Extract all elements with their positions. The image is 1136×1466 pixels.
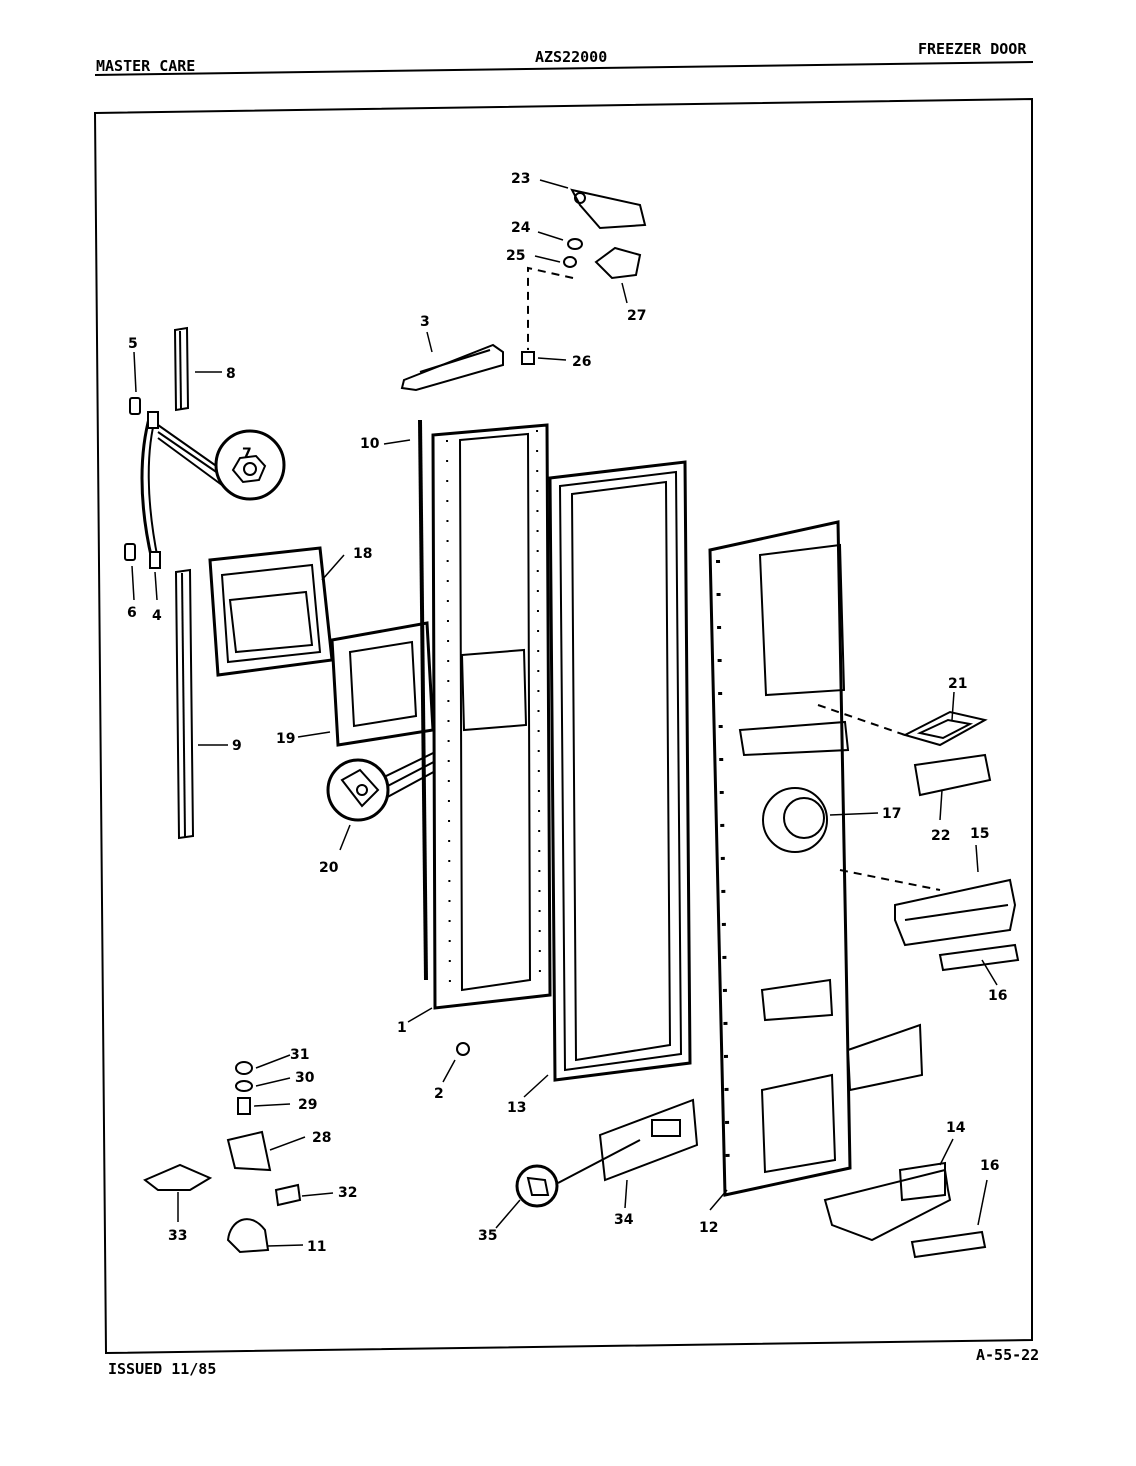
callout-17: 17 [882, 806, 901, 822]
callout-30: 30 [295, 1070, 315, 1086]
header-left: MASTER CARE [96, 57, 196, 75]
callout-labels: 1 2 3 4 5 6 7 8 9 10 11 12 13 14 15 16 1… [127, 171, 1007, 1255]
part-cover-right [846, 1023, 924, 1092]
part-21-bracket [902, 710, 988, 747]
part-13-gasket [548, 460, 692, 1082]
part-34-bracket [598, 1098, 699, 1182]
callout-32: 32 [338, 1185, 357, 1201]
dash-21 [817, 704, 906, 736]
callout-11: 11 [307, 1239, 326, 1255]
part-26-dashed-link [527, 266, 574, 350]
callout-35: 35 [478, 1228, 497, 1244]
part-32-clip [274, 1183, 302, 1207]
part-6-end-cap [124, 543, 136, 561]
part-8-handle-trim [173, 326, 190, 412]
callout-5: 5 [128, 336, 138, 352]
header-right: FREEZER DOOR [918, 40, 1027, 58]
dash-15 [839, 869, 941, 891]
part-24-washer [567, 238, 583, 250]
part-14-shelf [823, 1161, 952, 1242]
part-28-hinge-bracket [226, 1130, 272, 1172]
part-31-cap [235, 1061, 253, 1075]
part-35-detail [515, 1139, 641, 1208]
callout-4: 4 [152, 608, 162, 624]
part-11-bracket [226, 1218, 270, 1254]
callout-15: 15 [970, 826, 989, 842]
callout-16a: 16 [988, 988, 1007, 1004]
callout-1: 1 [397, 1020, 407, 1036]
header-rule [94, 61, 1034, 76]
part-19-frame [330, 621, 435, 747]
callout-34: 34 [614, 1212, 634, 1228]
callout-12: 12 [699, 1220, 718, 1236]
callout-8: 8 [226, 366, 236, 382]
callout-31: 31 [290, 1047, 309, 1063]
callout-28: 28 [312, 1130, 331, 1146]
part-12-door-liner [708, 520, 852, 1197]
part-22-lever [913, 753, 992, 797]
callout-22: 22 [931, 828, 950, 844]
header-center: AZS22000 [535, 48, 608, 66]
part-18-door-housing [208, 546, 334, 677]
part-10-strip [418, 419, 428, 981]
part-3-hinge-cover [400, 343, 504, 392]
part-5-end-cap [129, 397, 141, 415]
part-30-washer [235, 1080, 253, 1092]
part-26-bushing [521, 351, 535, 365]
part-15-shelf [894, 878, 1017, 947]
callout-9: 9 [232, 738, 242, 754]
callout-10: 10 [360, 436, 380, 452]
part-16-shelf-trim-top [938, 943, 1020, 972]
part-33-plate [143, 1163, 213, 1191]
part-16-shelf-trim-bottom [910, 1230, 987, 1259]
callout-23: 23 [511, 171, 530, 187]
footer-left: ISSUED 11/85 [108, 1360, 217, 1378]
callout-24: 24 [511, 220, 531, 236]
part-7-nut-detail [157, 424, 286, 501]
leader-lines [131, 179, 998, 1247]
callout-16b: 16 [980, 1158, 999, 1174]
callout-25: 25 [506, 248, 525, 264]
footer-right: A-55-22 [976, 1346, 1040, 1364]
callout-6: 6 [127, 605, 137, 621]
callout-2: 2 [434, 1086, 444, 1102]
callout-19: 19 [276, 731, 295, 747]
diagram-frame [93, 97, 1033, 1355]
callout-3: 3 [420, 314, 430, 330]
part-29-pin [237, 1097, 251, 1115]
part-1-door-frame [431, 423, 552, 1010]
callout-26: 26 [572, 354, 591, 370]
part-9-handle-trim [174, 568, 195, 840]
callout-21: 21 [948, 676, 967, 692]
callout-27: 27 [627, 308, 646, 324]
callout-20: 20 [319, 860, 339, 876]
callout-29: 29 [298, 1097, 317, 1113]
callout-13: 13 [507, 1100, 526, 1116]
part-25-bushing [563, 256, 577, 268]
callout-7: 7 [242, 446, 252, 462]
part-27-hinge-shim [594, 246, 642, 280]
part-23-hinge [570, 188, 647, 230]
callout-18: 18 [353, 546, 372, 562]
callout-14: 14 [946, 1120, 966, 1136]
part-2-plug [456, 1042, 470, 1056]
part-4-handle [140, 411, 161, 569]
callout-33: 33 [168, 1228, 187, 1244]
